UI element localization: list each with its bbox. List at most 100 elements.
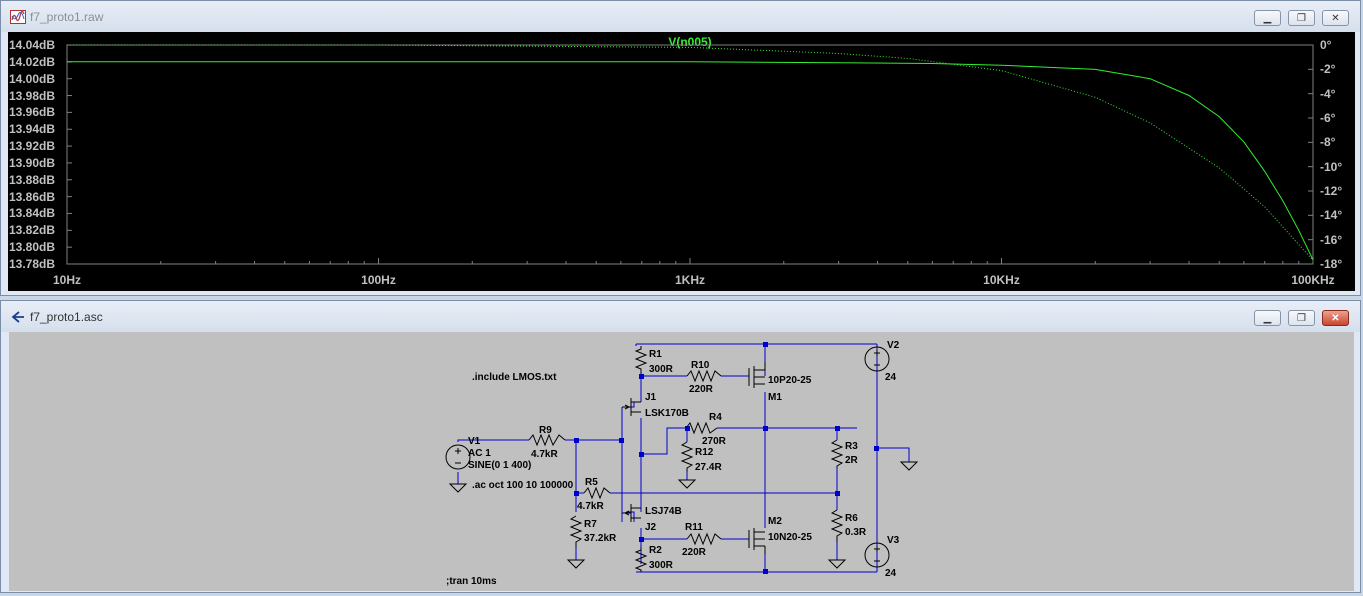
label-R5: R5 <box>585 477 598 488</box>
label-R9: R9 <box>539 425 552 436</box>
value-V1-ac: AC 1 <box>468 448 491 459</box>
resistor-R1 <box>634 346 648 374</box>
y2-tick-label: -14° <box>1320 208 1343 223</box>
close-button[interactable]: ✕ <box>1322 10 1349 26</box>
minimize-icon: ▁ <box>1263 12 1272 24</box>
resistor-R12 <box>680 441 694 472</box>
schematic-window-titlebar[interactable]: f7_proto1.asc ▁ ❐ ✕ <box>1 301 1360 332</box>
y2-tick-label: -18° <box>1320 257 1343 271</box>
value-M1: 10P20-25 <box>768 375 812 386</box>
y2-tick-label: 0° <box>1320 38 1332 52</box>
junction-dot <box>574 438 579 443</box>
resistor-R6 <box>830 509 844 542</box>
y2-tick-label: -8° <box>1320 135 1336 150</box>
value-V3: 24 <box>885 568 897 579</box>
y2-tick-label: -16° <box>1320 232 1343 247</box>
ground-icon <box>827 559 847 569</box>
junction-dot <box>574 491 579 496</box>
y-tick-label: 13.88dB <box>9 172 56 187</box>
ground-icon <box>677 479 697 489</box>
y-tick-label: 13.90dB <box>9 155 56 170</box>
phase-trace[interactable] <box>67 44 1314 261</box>
voltage-source-V2 <box>864 346 890 372</box>
schematic-window-title: f7_proto1.asc <box>30 310 103 324</box>
tran-directive[interactable]: ;tran 10ms <box>446 576 497 587</box>
label-R12: R12 <box>695 447 714 458</box>
label-R4: R4 <box>709 412 722 423</box>
resistor-R2 <box>634 547 648 572</box>
ground-icon <box>448 483 468 493</box>
restore-button[interactable]: ❐ <box>1288 10 1315 26</box>
label-R6: R6 <box>845 513 858 524</box>
junction-dot <box>763 569 768 574</box>
minimize-button[interactable]: ▁ <box>1254 10 1281 26</box>
close-button[interactable]: ✕ <box>1322 310 1349 326</box>
voltage-source-V3 <box>864 542 890 568</box>
close-icon: ✕ <box>1331 312 1340 324</box>
x-tick-label: 100KHz <box>1291 273 1335 287</box>
junction-dot <box>835 491 840 496</box>
ac-directive[interactable]: .ac oct 100 10 100000 <box>472 480 574 491</box>
junction-dot <box>763 426 768 431</box>
value-V1-sine: SINE(0 1 400) <box>468 460 531 471</box>
y-tick-label: 13.78dB <box>9 257 56 271</box>
mosfet-M2 <box>748 528 766 554</box>
minimize-button[interactable]: ▁ <box>1254 310 1281 326</box>
y2-tick-label: -4° <box>1320 86 1336 101</box>
resistor-R7 <box>569 515 583 547</box>
ground-icon <box>899 461 919 471</box>
x-tick-label: 1KHz <box>674 273 706 287</box>
value-R1: 300R <box>649 364 674 375</box>
y2-tick-label: -10° <box>1320 159 1343 174</box>
junction-dot <box>639 374 644 379</box>
x-tick-label: 10Hz <box>52 273 82 287</box>
y-tick-label: 13.94dB <box>9 122 56 137</box>
value-R9: 4.7kR <box>531 449 558 460</box>
value-R11: 220R <box>682 547 707 558</box>
schematic-window: f7_proto1.asc ▁ ❐ ✕ <box>0 300 1361 593</box>
y-tick-label: 13.80dB <box>9 240 56 255</box>
y2-tick-label: -6° <box>1320 111 1336 125</box>
y2-tick-label: -2° <box>1320 62 1336 77</box>
label-R1: R1 <box>649 349 662 360</box>
value-R3: 2R <box>845 455 859 466</box>
value-J1: LSK170B <box>645 408 689 419</box>
plot-window-titlebar[interactable]: f7_proto1.raw ▁ ❐ ✕ <box>1 1 1360 32</box>
y-tick-label: 13.86dB <box>9 189 56 204</box>
magnitude-trace[interactable] <box>67 61 1314 261</box>
value-R7: 37.2kR <box>584 533 617 544</box>
schematic-canvas[interactable]: .include LMOS.txt .ac oct 100 10 100000 … <box>9 332 1354 591</box>
label-V1: V1 <box>468 436 481 447</box>
y-tick-label: 14.02dB <box>9 54 56 69</box>
label-J2: J2 <box>645 522 657 533</box>
schematic-drawing: .include LMOS.txt .ac oct 100 10 100000 … <box>445 340 919 587</box>
restore-icon: ❐ <box>1297 12 1306 24</box>
wire <box>641 427 686 455</box>
wire <box>457 439 529 442</box>
restore-button[interactable]: ❐ <box>1288 310 1315 326</box>
jfet-J1 <box>622 398 641 416</box>
value-R6: 0.3R <box>845 527 867 538</box>
restore-icon: ❐ <box>1297 312 1306 324</box>
junction-dot <box>874 446 879 451</box>
value-J2: LSJ74B <box>645 506 682 517</box>
include-directive[interactable]: .include LMOS.txt <box>472 372 557 383</box>
y-tick-label: 13.98dB <box>9 88 56 103</box>
junction-dot <box>639 452 644 457</box>
label-R11: R11 <box>685 522 703 533</box>
ground-icon <box>566 559 586 569</box>
junction-dot <box>639 537 644 542</box>
label-M1: M1 <box>768 392 782 403</box>
x-tick-label: 100Hz <box>361 273 396 287</box>
y2-tick-label: -12° <box>1320 184 1343 198</box>
label-R7: R7 <box>584 519 597 530</box>
jfet-J2 <box>622 504 641 522</box>
value-R12: 27.4R <box>695 462 722 473</box>
label-R2: R2 <box>649 545 662 556</box>
plot-svg <box>66 44 1314 265</box>
minimize-icon: ▁ <box>1263 312 1272 324</box>
resistor-R10 <box>686 369 722 383</box>
junction-dot <box>763 342 768 347</box>
